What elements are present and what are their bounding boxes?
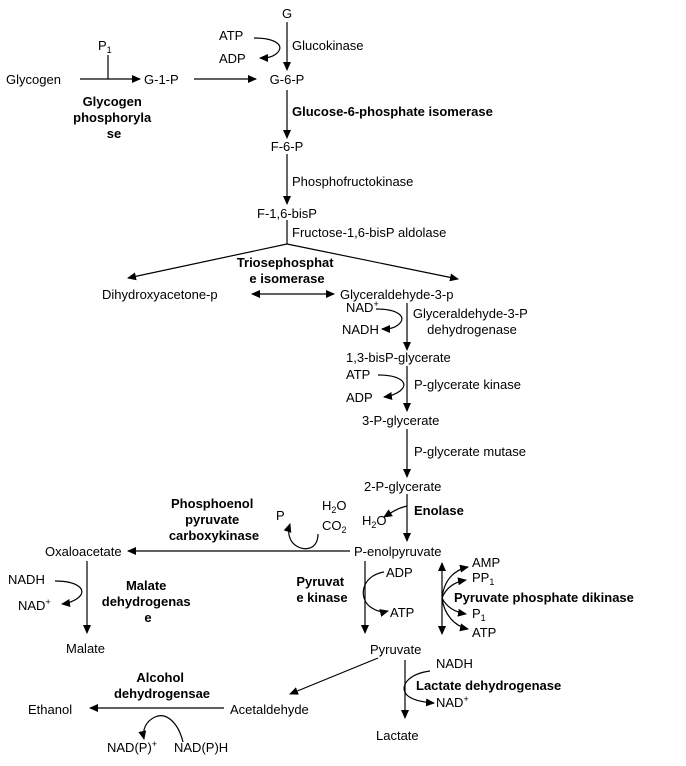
cofactor-nadph-adh: NAD(P)H <box>174 740 228 755</box>
cofactor-nadp-adh: NAD(P)+ <box>107 739 157 755</box>
curve-nad-nadh-gapdh <box>375 308 403 333</box>
cofactor-nadh-ldh: NADH <box>436 656 473 671</box>
curve-nadph-nadp-adh <box>138 715 184 743</box>
curve-nadh-nad-mdh <box>54 580 83 607</box>
curve-amp-ppdk <box>441 564 469 599</box>
metabolite-g1p: G-1-P <box>144 72 179 87</box>
cofactor-pi-glycogen: P1 <box>98 38 112 55</box>
metabolite-oxaloacetate: Oxaloacetate <box>45 544 122 559</box>
mdh-line-2: dehydrogenas <box>102 594 191 609</box>
cofactor-nadh-mdh: NADH <box>8 572 45 587</box>
cofactor-atp-pgk: ATP <box>346 367 370 382</box>
cofactor-nad-mdh: NAD+ <box>18 597 51 613</box>
cofactor-atp-pk: ATP <box>390 605 414 620</box>
curve-pi-ppdk <box>441 597 467 617</box>
metabolite-f16bp: F-1,6-bisP <box>257 206 317 221</box>
enzyme-g6p-isomerase: Glucose-6-phosphate isomerase <box>292 104 493 119</box>
pk-line-1: Pyruvat <box>296 574 344 589</box>
cofactor-amp-ppdk: AMP <box>472 555 500 570</box>
pathway-arrows <box>54 22 469 743</box>
metabolite-2pg: 2-P-glycerate <box>364 479 441 494</box>
enzyme-alcohol-dehydrogenase: Alcohol dehydrogensae <box>114 670 210 701</box>
pk-line-2: e kinase <box>296 590 347 605</box>
cofactor-ppi-ppdk: PP1 <box>472 570 494 587</box>
arrow-pyruvate-to-acetaldehyde <box>289 657 379 695</box>
metabolite-g6p: G-6-P <box>270 72 305 87</box>
enzyme-pg-mutase: P-glycerate mutase <box>414 444 526 459</box>
enzyme-lactate-dehydrogenase: Lactate dehydrogenase <box>416 678 561 693</box>
enzyme-pyruvate-kinase: Pyruvat e kinase <box>296 574 347 605</box>
metabolite-malate: Malate <box>66 641 105 656</box>
cofactor-h2o-pepck: H2O <box>322 498 347 515</box>
metabolite-g: G <box>282 6 292 21</box>
cofactor-labels: P1 ATP ADP NAD+ NADH ATP ADP H2O P H2O C… <box>8 28 500 755</box>
tpi-line-2: e isomerase <box>249 271 324 286</box>
cofactor-adp-glucokinase: ADP <box>219 51 246 66</box>
pepck-line-2: pyruvate <box>185 512 239 527</box>
enzyme-glycogen-phosphorylase: Glycogen phosphoryla se <box>73 94 155 141</box>
curve-ppi-ppdk <box>441 577 467 599</box>
metabolite-acetaldehyde: Acetaldehyde <box>230 702 309 717</box>
mdh-line-1: Malate <box>126 578 166 593</box>
cofactor-nad-ldh: NAD+ <box>436 694 469 710</box>
metabolite-glycogen: Glycogen <box>6 72 61 87</box>
pepck-line-3: carboxykinase <box>169 528 259 543</box>
cofactor-h2o-enolase: H2O <box>362 513 387 530</box>
enzyme-glucokinase: Glucokinase <box>292 38 364 53</box>
curve-pepck-cofactors <box>283 523 319 550</box>
metabolite-pep: P-enolpyruvate <box>354 544 441 559</box>
enzyme-ppdk: Pyruvate phosphate dikinase <box>454 590 634 605</box>
glycogen-phosphorylase-line-1: Glycogen <box>83 94 142 109</box>
metabolite-pyruvate: Pyruvate <box>370 642 421 657</box>
enzyme-enolase: Enolase <box>414 503 464 518</box>
curve-adp-atp-pk <box>362 571 389 617</box>
cofactor-atp-glucokinase: ATP <box>219 28 243 43</box>
gapdh-line-2: dehydrogenase <box>427 322 517 337</box>
curve-h2o-enolase <box>383 505 408 518</box>
enzyme-gapdh: Glyceraldehyde-3-P dehydrogenase <box>413 306 531 337</box>
adh-line-2: dehydrogensae <box>114 686 210 701</box>
curve-nadh-nad-ldh <box>403 670 435 707</box>
cofactor-p-pepck: P <box>276 508 285 523</box>
tpi-line-1: Triosephosphat <box>237 255 334 270</box>
metabolite-bpg: 1,3-bisP-glycerate <box>346 350 451 365</box>
cofactor-atp-ppdk: ATP <box>472 625 496 640</box>
enzyme-labels: Glucokinase Glycogen phosphoryla se Gluc… <box>73 38 634 701</box>
adh-line-1: Alcohol <box>136 670 184 685</box>
metabolite-labels: G Glycogen G-1-P G-6-P F-6-P F-1,6-bisP … <box>6 6 453 743</box>
metabolite-3pg: 3-P-glycerate <box>362 413 439 428</box>
enzyme-pepck: Phosphoenol pyruvate carboxykinase <box>169 496 259 543</box>
curve-atp-adp-glucokinase <box>253 37 281 62</box>
metabolite-f6p: F-6-P <box>271 139 304 154</box>
cofactor-nadh-gapdh: NADH <box>342 322 379 337</box>
metabolite-lactate: Lactate <box>376 728 419 743</box>
metabolite-gap: Glyceraldehyde-3-p <box>340 287 453 302</box>
enzyme-aldolase: Fructose-1,6-bisP aldolase <box>292 225 446 240</box>
enzyme-triosephosphate-isomerase: Triosephosphat e isomerase <box>237 255 337 286</box>
mdh-line-3: e <box>144 610 151 625</box>
cofactor-adp-pgk: ADP <box>346 390 373 405</box>
arrow-to-gap <box>286 243 459 282</box>
cofactor-nad-gapdh: NAD+ <box>346 299 379 315</box>
cofactor-adp-pk: ADP <box>386 565 413 580</box>
gapdh-line-1: Glyceraldehyde-3-P <box>413 306 528 321</box>
arrow-to-dhap <box>127 243 288 281</box>
glycogen-phosphorylase-line-3: se <box>107 126 121 141</box>
enzyme-pg-kinase: P-glycerate kinase <box>414 377 521 392</box>
curve-adp-atp-pgk <box>377 374 405 400</box>
curve-atp-ppdk <box>441 597 469 632</box>
pepck-line-1: Phosphoenol <box>171 496 253 511</box>
metabolite-dhap: Dihydroxyacetone-p <box>102 287 218 302</box>
enzyme-phosphofructokinase: Phosphofructokinase <box>292 174 413 189</box>
enzyme-malate-dehydrogenase: Malate dehydrogenas e <box>102 578 194 625</box>
cofactor-co2-pepck: CO2 <box>322 518 347 535</box>
cofactor-pi-ppdk: P1 <box>472 606 486 623</box>
metabolite-ethanol: Ethanol <box>28 702 72 717</box>
glycogen-phosphorylase-line-2: phosphoryla <box>73 110 152 125</box>
